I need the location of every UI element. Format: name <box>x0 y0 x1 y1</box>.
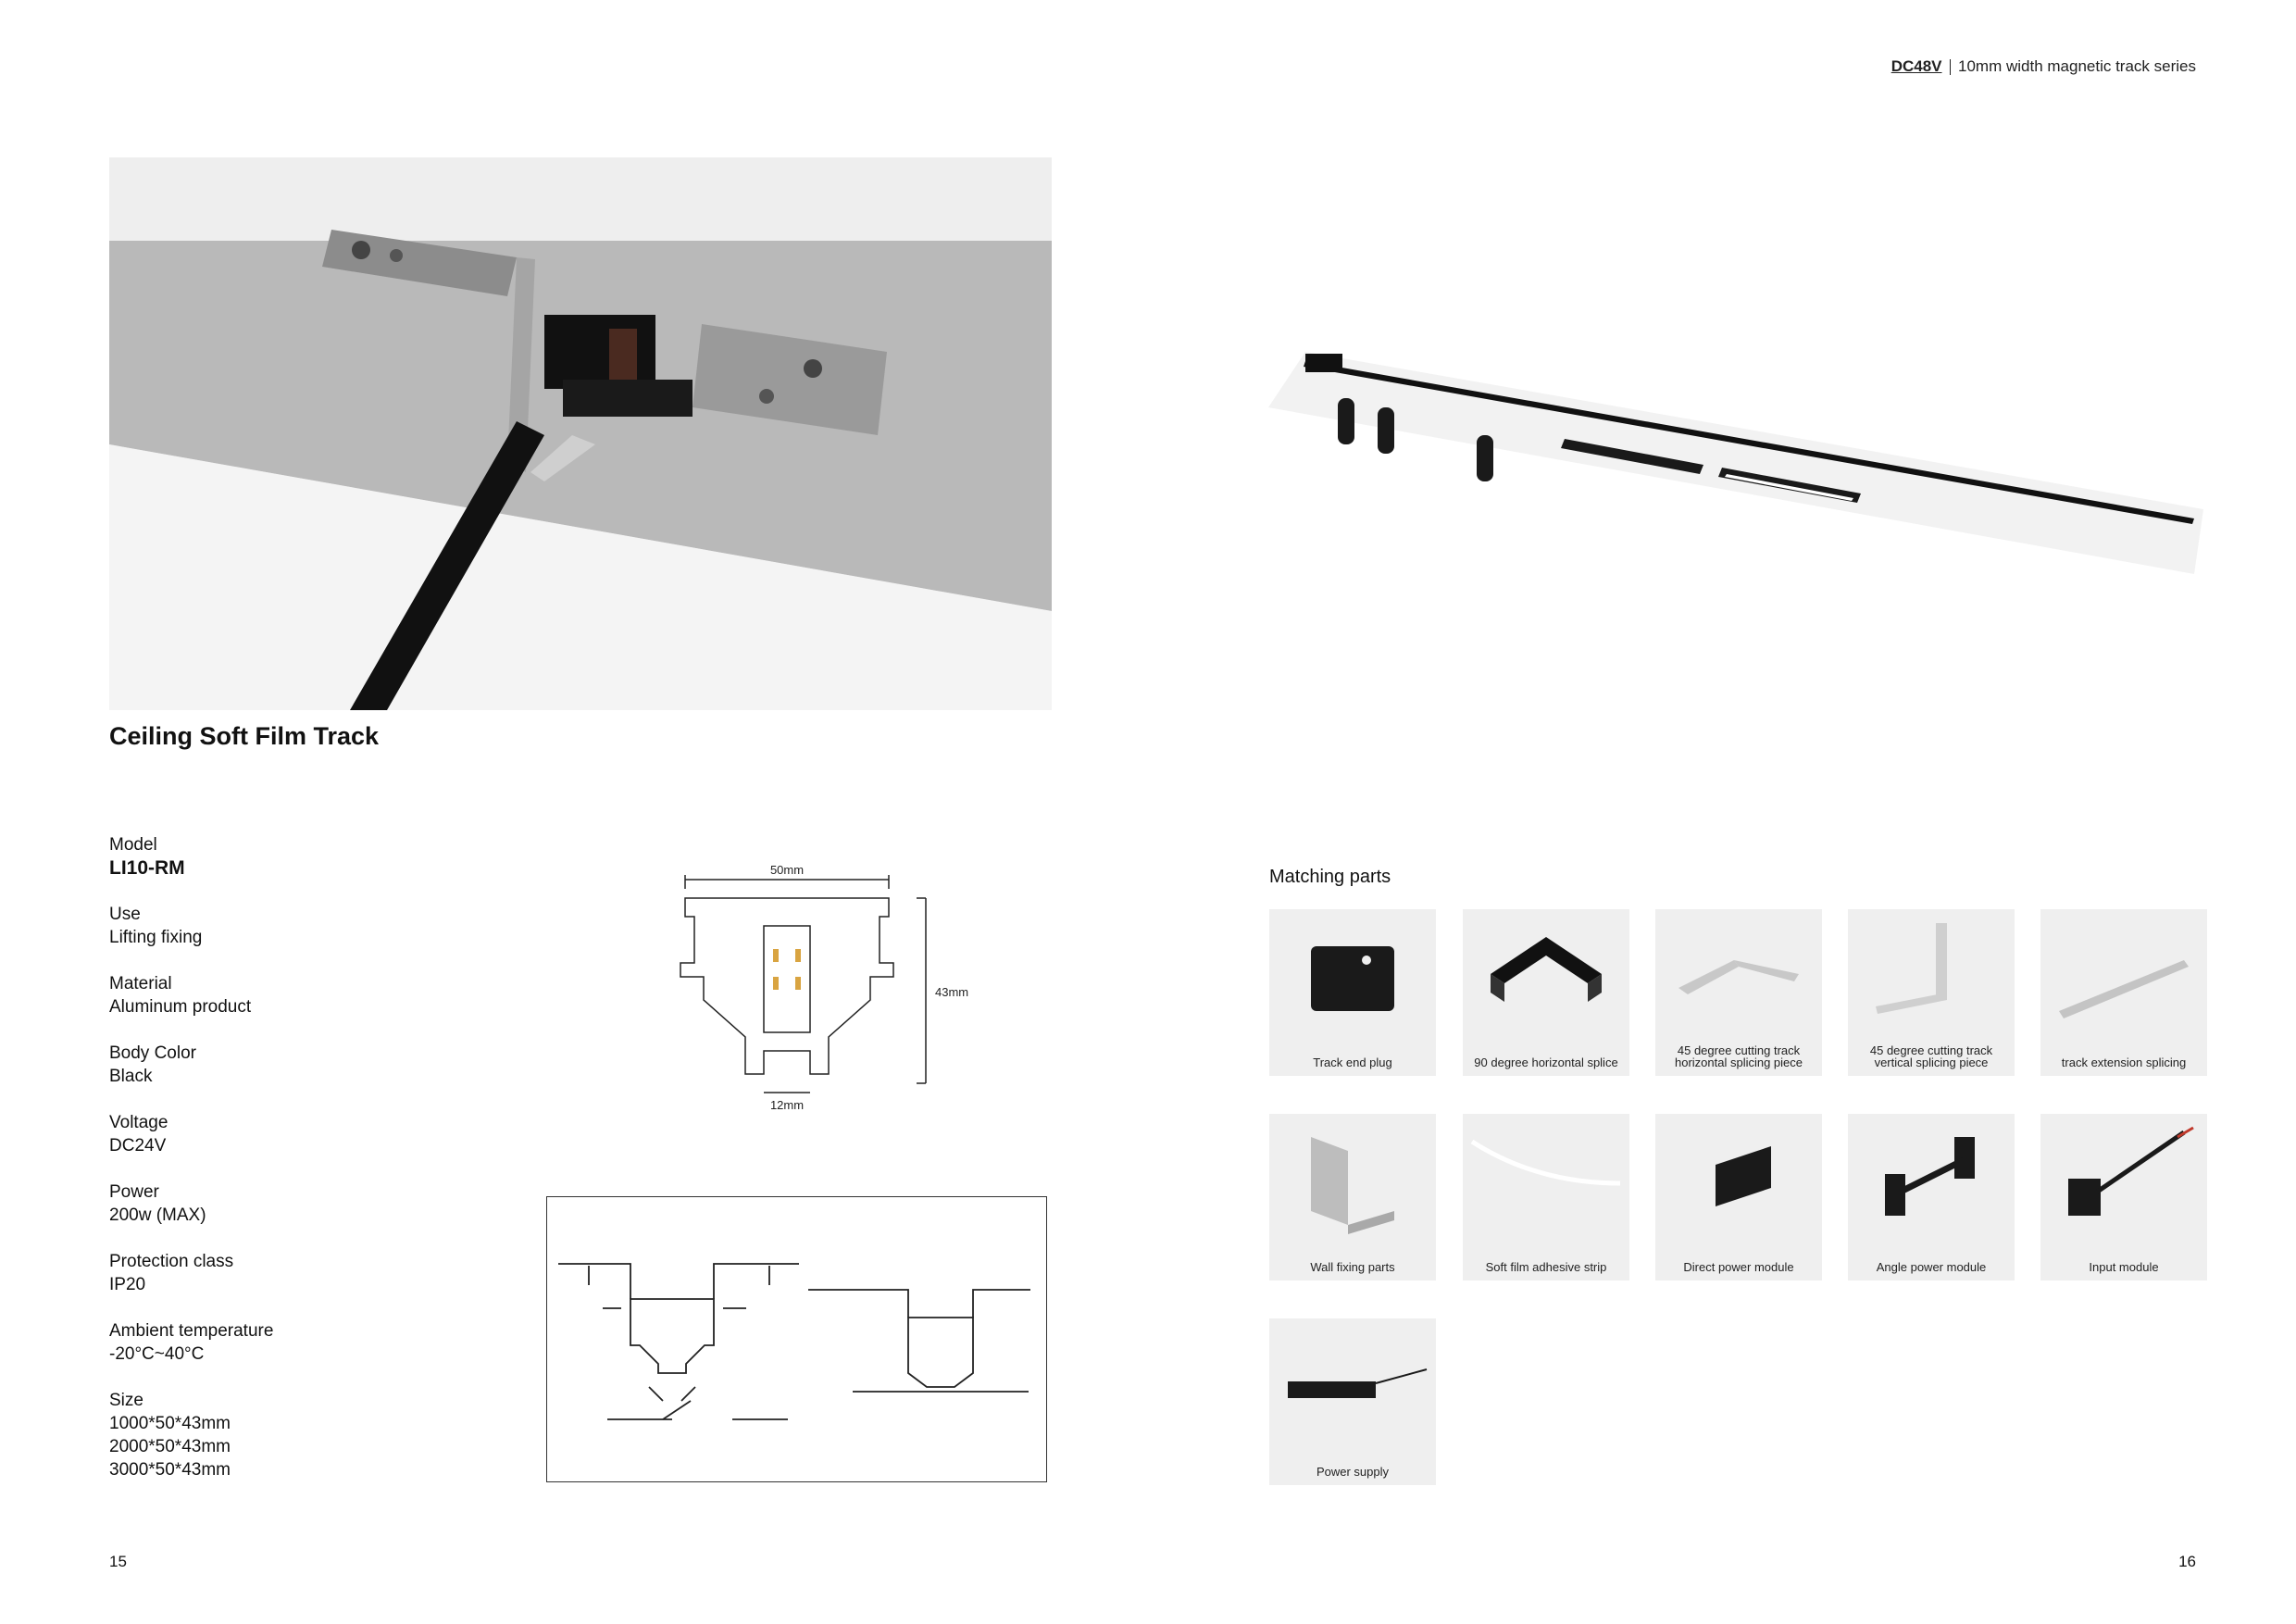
spec-size-value-3: 3000*50*43mm <box>109 1460 231 1480</box>
part-label: 90 degree horizontal splice <box>1474 1056 1618 1069</box>
angle-power-icon <box>1885 1137 1975 1216</box>
part-label: Wall fixing parts <box>1310 1260 1395 1274</box>
spec-body-color: Body Color Black <box>109 1042 196 1088</box>
part-label: track extension splicing <box>2061 1056 2187 1069</box>
spec-size-label: Size <box>109 1391 144 1410</box>
spec-size: Size 1000*50*43mm 2000*50*43mm 3000*50*4… <box>109 1389 231 1481</box>
part-card-input-module: Input module <box>2040 1114 2207 1280</box>
corner-splice-icon <box>1491 937 1602 1002</box>
part-label: 45 degree cutting track horizontal splic… <box>1674 1043 1803 1069</box>
spec-voltage: Voltage DC24V <box>109 1111 168 1157</box>
spec-ambient-label: Ambient temperature <box>109 1321 274 1341</box>
track-render-image <box>1268 343 2213 593</box>
spec-use-label: Use <box>109 905 141 924</box>
matching-parts-title: Matching parts <box>1269 867 1391 887</box>
direct-power-icon <box>1716 1146 1771 1206</box>
dim-height-label: 43mm <box>935 985 968 999</box>
extension-plate-icon <box>2059 960 2189 1018</box>
dim-width-label: 50mm <box>770 863 804 877</box>
spec-power: Power 200w (MAX) <box>109 1181 206 1227</box>
spec-model-label: Model <box>109 835 157 855</box>
spec-voltage-label: Voltage <box>109 1113 168 1132</box>
spec-material-value: Aluminum product <box>109 997 252 1017</box>
product-title: Ceiling Soft Film Track <box>109 722 380 750</box>
spec-body-color-label: Body Color <box>109 1043 196 1063</box>
power-supply-icon <box>1288 1368 1428 1398</box>
spec-model: Model LI10-RM <box>109 833 185 880</box>
part-label: Input module <box>2089 1260 2159 1274</box>
part-label: Angle power module <box>1876 1260 1987 1274</box>
part-card-angle-power: Angle power module <box>1848 1114 2015 1280</box>
series-label: 10mm width magnetic track series <box>1958 57 2196 75</box>
spec-material-label: Material <box>109 974 172 993</box>
part-card-45-horizontal: 45 degree cutting track horizontal splic… <box>1655 909 1822 1076</box>
part-label: 45 degree cutting track vertical splicin… <box>1869 1043 1993 1069</box>
hero-image-ceiling-track <box>109 157 1052 710</box>
installation-diagram <box>546 1196 1047 1482</box>
spec-model-value: LI10-RM <box>109 857 185 879</box>
spec-protection-value: IP20 <box>109 1275 146 1294</box>
page-number-right: 16 <box>2178 1553 2196 1570</box>
profile-cross-section-drawing: 50mm 43mm 12mm <box>667 861 968 1120</box>
spec-power-value: 200w (MAX) <box>109 1206 206 1225</box>
end-plug-icon <box>1311 946 1394 1011</box>
spec-voltage-value: DC24V <box>109 1136 167 1156</box>
spec-protection: Protection class IP20 <box>109 1250 233 1296</box>
spec-use: Use Lifting fixing <box>109 903 202 949</box>
header-divider <box>1949 58 1952 75</box>
spec-protection-label: Protection class <box>109 1252 234 1271</box>
part-label: Track end plug <box>1313 1056 1392 1069</box>
part-card-track-end-plug: Track end plug <box>1269 909 1436 1076</box>
spec-ambient-value: -20°C~40°C <box>109 1344 205 1364</box>
flat-bracket-icon <box>1678 960 1799 994</box>
adhesive-strip-icon <box>1470 1139 1621 1186</box>
part-card-extension-splicing: track extension splicing <box>2040 909 2207 1076</box>
spec-size-value-1: 1000*50*43mm <box>109 1414 231 1433</box>
part-card-power-supply: Power supply <box>1269 1318 1436 1485</box>
part-card-adhesive-strip: Soft film adhesive strip <box>1463 1114 1629 1280</box>
page-number-left: 15 <box>109 1553 127 1570</box>
spec-use-value: Lifting fixing <box>109 928 203 947</box>
part-label: Soft film adhesive strip <box>1485 1260 1607 1274</box>
part-card-90-degree-splice: 90 degree horizontal splice <box>1463 909 1629 1076</box>
spec-size-value-2: 2000*50*43mm <box>109 1437 231 1456</box>
vertical-bracket-icon <box>1876 923 1947 1014</box>
wall-bracket-icon <box>1311 1137 1394 1234</box>
input-module-icon <box>2068 1126 2194 1216</box>
spec-material: Material Aluminum product <box>109 972 251 1018</box>
part-card-direct-power: Direct power module <box>1655 1114 1822 1280</box>
brand-label: DC48V <box>1890 57 1942 75</box>
spec-power-label: Power <box>109 1182 159 1202</box>
spec-ambient: Ambient temperature -20°C~40°C <box>109 1319 273 1366</box>
part-card-45-vertical: 45 degree cutting track vertical splicin… <box>1848 909 2015 1076</box>
spec-body-color-value: Black <box>109 1067 153 1086</box>
part-label: Direct power module <box>1683 1260 1794 1274</box>
part-label: Power supply <box>1316 1465 1390 1479</box>
part-card-wall-fixing: Wall fixing parts <box>1269 1114 1436 1280</box>
dim-bottom-label: 12mm <box>770 1098 804 1112</box>
page-header: DC48V 10mm width magnetic track series <box>1891 57 2196 76</box>
